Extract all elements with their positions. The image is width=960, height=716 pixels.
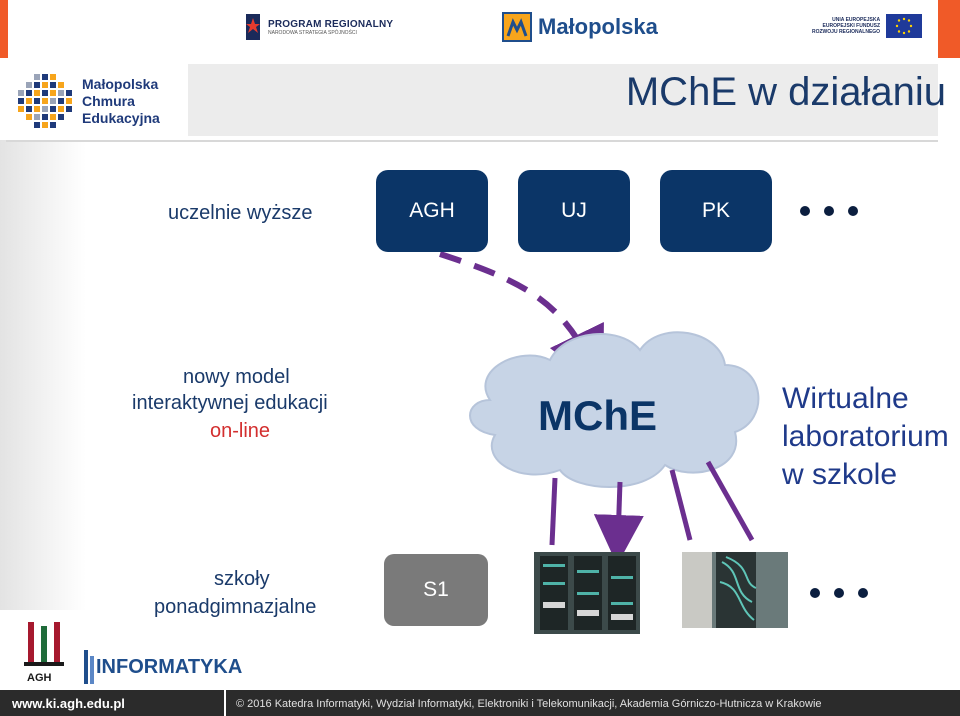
solid-arrow [549,477,558,546]
virtual-line: laboratorium [782,420,949,453]
side-gradient [0,140,86,610]
solid-arrow [705,460,755,542]
slide-title: MChE w działaniu [625,70,946,114]
eu-line: UNIA EUROPEJSKA [832,17,881,23]
orange-accent-strip [0,0,8,58]
eu-logo: UNIA EUROPEJSKA EUROPEJSKI FUNDUSZ ROZWO… [812,14,923,38]
eu-line: ROZWOJU REGIONALNEGO [812,29,881,35]
network-cable-photo [682,552,788,628]
more-universities-ellipsis [800,206,858,216]
malopolska-name: Małopolska [538,14,658,39]
cloud-label: MChE [538,392,657,439]
virtual-line: Wirtualne [782,382,909,415]
model-line: nowy model [183,366,290,388]
malopolska-emblem-icon [502,12,532,42]
brand-line: Małopolska [82,76,159,92]
slide-header [6,58,938,136]
program-name: PROGRAM REGIONALNY [268,18,394,30]
university-box-pk[interactable]: PK [660,170,772,252]
cloud-dots-icon [18,74,72,128]
eu-line: EUROPEJSKI FUNDUSZ [822,23,881,29]
university-box-uj[interactable]: UJ [518,170,630,252]
footer-logos: AGH INFORMATYKA [0,612,960,690]
schools-line: ponadgimnazjalne [154,596,317,618]
brand-line: Chmura [82,93,135,109]
universities-label: uczelnie wyższe [168,202,313,224]
server-rack-photo [534,552,640,634]
brand-line: Edukacyjna [82,110,160,126]
footer-bar: www.ki.agh.edu.pl © 2016 Katedra Informa… [0,690,960,716]
program-star-icon [246,14,260,40]
agh-emblem-icon [24,622,64,666]
model-line: interaktywnej edukacji [132,392,328,414]
mce-logo: Małopolska Chmura Edukacyjna [14,70,160,130]
agh-label: AGH [27,672,52,684]
header-divider [6,140,938,142]
solid-arrow [593,481,644,565]
top-logo-bar: PROGRAM REGIONALNY NARODOWA STRATEGIA SP… [0,0,960,58]
informatyka-label: INFORMATYKA [96,656,243,678]
virtual-line: w szkole [782,458,898,491]
solid-arrow [669,469,693,541]
orange-accent-strip [938,0,960,58]
program-sub: NARODOWA STRATEGIA SPÓJNOŚCI [268,29,357,36]
header-band [188,64,938,136]
cloud-shape [469,331,760,488]
informatyka-bars-icon [84,650,94,684]
footer-copyright: © 2016 Katedra Informatyki, Wydział Info… [236,698,822,710]
malopolska-logo: Małopolska [502,12,658,42]
schools-line: szkoły [214,568,270,590]
model-online: on-line [210,420,271,442]
virtual-lab-text: Wirtualne laboratorium w szkole [782,380,949,494]
footer-url-link[interactable]: www.ki.agh.edu.pl [12,696,125,711]
more-schools-ellipsis [810,588,868,598]
university-box-agh[interactable]: AGH [376,170,488,252]
eu-flag-icon [886,14,923,38]
school-box-s1[interactable]: S1 [384,554,488,626]
program-regionalny-logo: PROGRAM REGIONALNY NARODOWA STRATEGIA SP… [244,12,393,42]
footer-divider [224,690,226,716]
